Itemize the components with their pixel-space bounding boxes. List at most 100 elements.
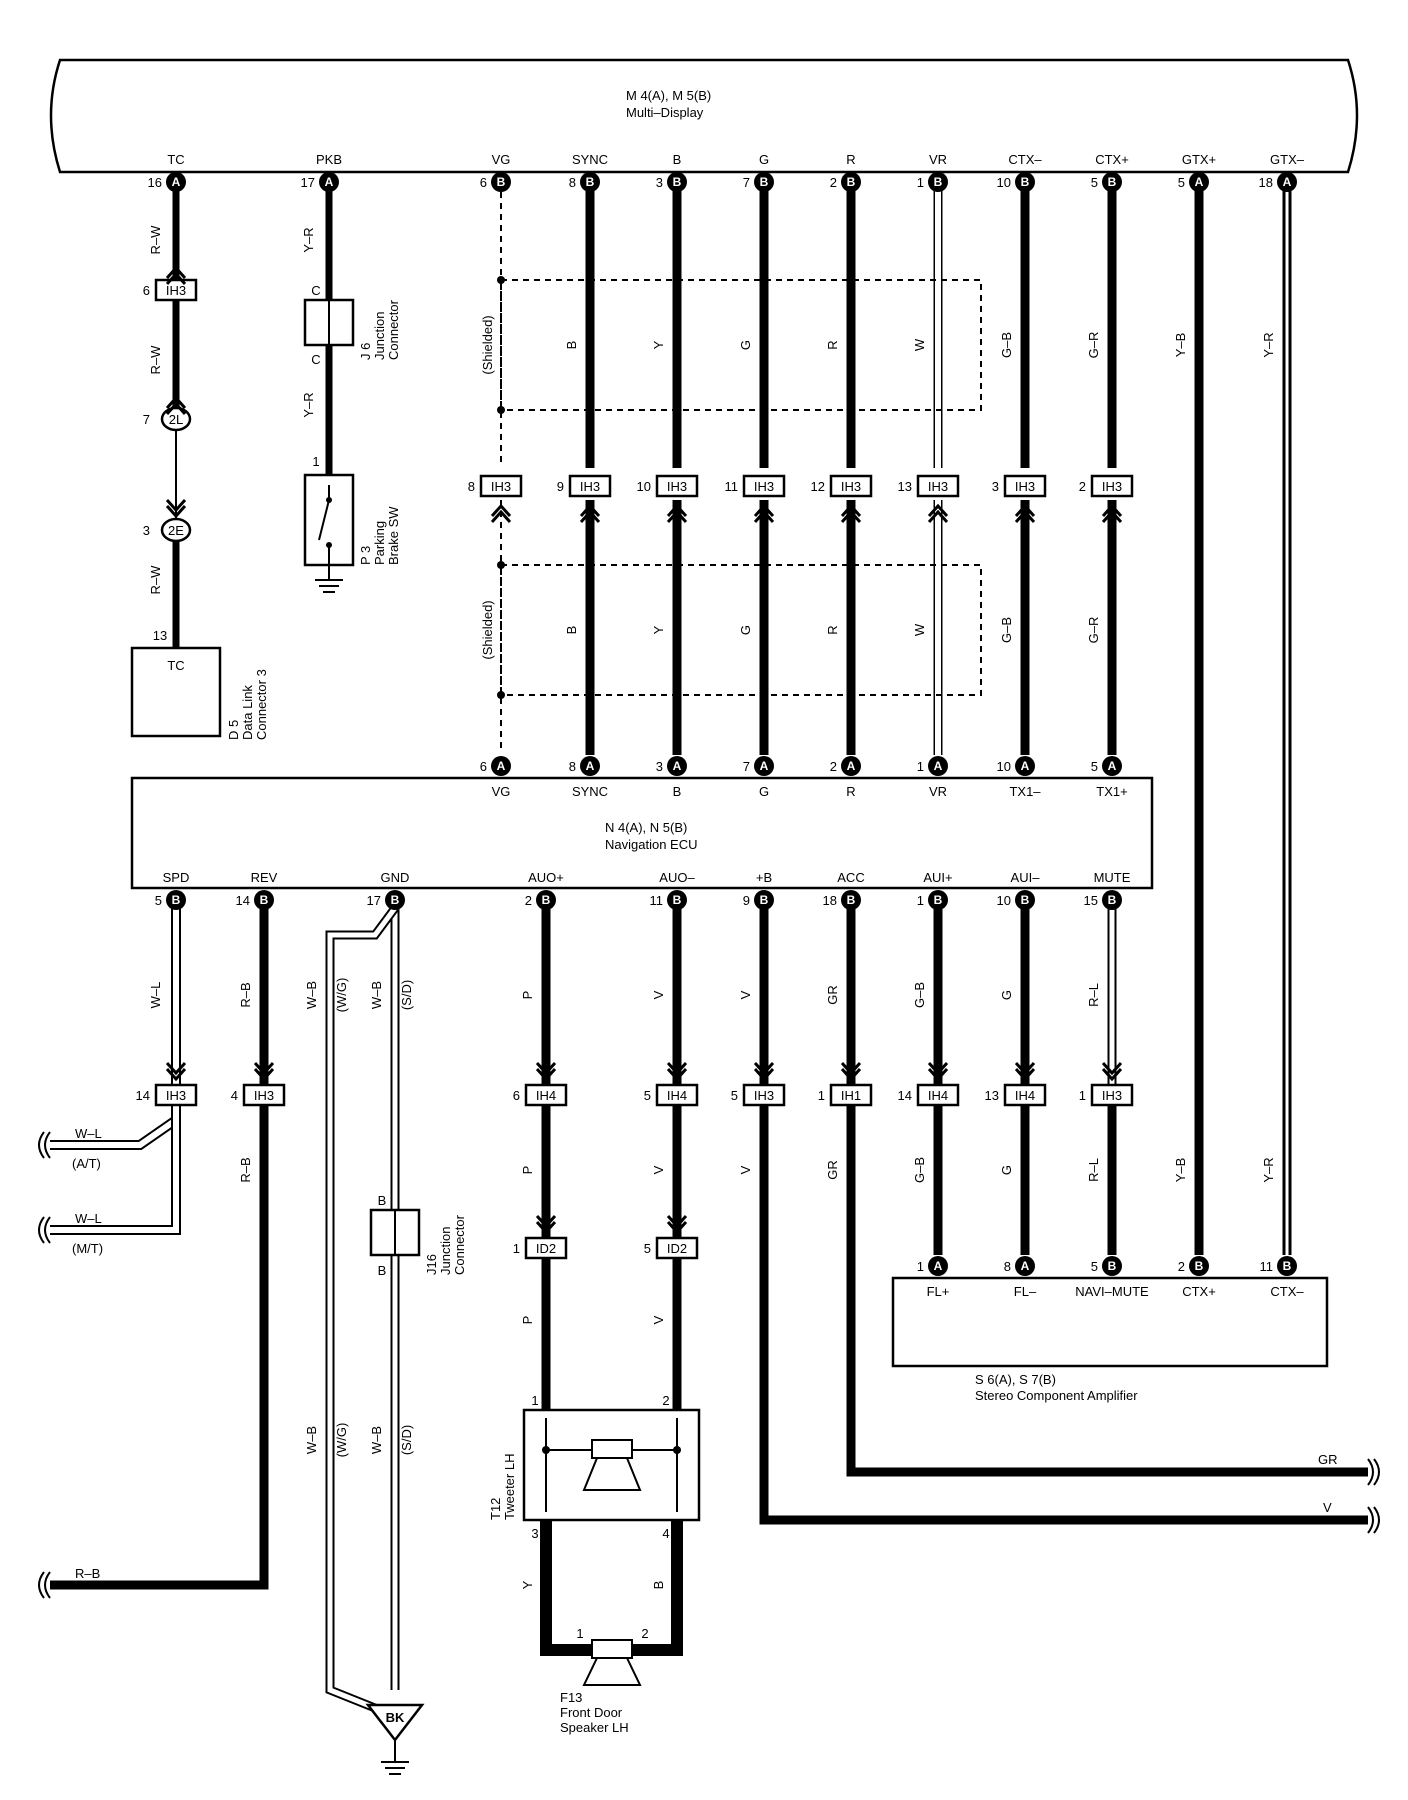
mid-conn-4-num: 12 bbox=[811, 479, 825, 494]
j6-name1: Junction bbox=[372, 312, 387, 360]
md-pin-0-num: 16 bbox=[148, 175, 162, 190]
wire-label-0: R–W bbox=[148, 225, 163, 255]
left-output-1-wire: W–L bbox=[75, 1211, 102, 1226]
md-pin-0-label: TC bbox=[167, 152, 184, 167]
md-pin-1-num: 17 bbox=[301, 175, 315, 190]
wire-label-12: Y–B bbox=[1173, 333, 1188, 358]
junction-connector-j6: C C J 6 Junction Connector bbox=[303, 283, 401, 367]
wire-label-43: G–B bbox=[912, 1157, 927, 1183]
f13-id: F13 bbox=[560, 1690, 582, 1705]
wire-label-44: G bbox=[999, 990, 1014, 1000]
wire-label-5: B bbox=[564, 341, 579, 350]
ecu-top-pin-2: A3B bbox=[656, 756, 687, 799]
low-conn-5-num: 1 bbox=[818, 1088, 825, 1103]
id2-chevron-1 bbox=[666, 1214, 688, 1235]
ecu-top-pin-4-num: 2 bbox=[830, 759, 837, 774]
low-conn-6-name: IH4 bbox=[928, 1088, 948, 1103]
j6-name2: Connector bbox=[386, 299, 401, 360]
nav-ecu-bottom-pins: B5SPDB14REVB17GNDB2AUO+B11AUO–B9+BB18ACC… bbox=[155, 870, 1131, 910]
md-pin-4: B3B bbox=[656, 152, 687, 192]
t12-id: T12 bbox=[488, 1498, 503, 1520]
wire-label-9: W bbox=[912, 338, 927, 351]
md-pin-8-num: 10 bbox=[997, 175, 1011, 190]
md-pin-9-label: CTX+ bbox=[1095, 152, 1129, 167]
ecu-top-pin-3: A7G bbox=[743, 756, 774, 799]
id2-chevron-0 bbox=[535, 1214, 557, 1235]
mid-conn-2-name: IH3 bbox=[667, 479, 687, 494]
wire-label-21: W–L bbox=[148, 982, 163, 1009]
id2-conn-1-name: ID2 bbox=[667, 1241, 687, 1256]
ecu-top-pin-1-letter: A bbox=[586, 759, 595, 773]
wire-label-3: Y–R bbox=[301, 227, 316, 252]
md-pin-7-letter: B bbox=[934, 175, 943, 189]
amp-pin-2-letter: B bbox=[1108, 1259, 1117, 1273]
md-pin-8-letter: B bbox=[1021, 175, 1030, 189]
id2-conn-1-num: 5 bbox=[644, 1241, 651, 1256]
ground-bk-label: BK bbox=[386, 1710, 405, 1725]
wire-label-10: G–B bbox=[999, 332, 1014, 358]
low-chevron-1 bbox=[253, 1061, 275, 1082]
left-output-1-note: (M/T) bbox=[72, 1241, 103, 1256]
md-pin-6-label: R bbox=[846, 152, 855, 167]
tc-conn-2e-num: 3 bbox=[143, 523, 150, 538]
amp-pin-1-letter: A bbox=[1021, 1259, 1030, 1273]
wire-label-37: V bbox=[651, 1315, 666, 1324]
ecu-bottom-pin-1-label: REV bbox=[251, 870, 278, 885]
front-door-speaker-lh: 1 2 F13 Front Door Speaker LH bbox=[560, 1626, 649, 1735]
md-pin-8: B 10 CTX– bbox=[997, 152, 1042, 192]
right-output-1-wire: V bbox=[1323, 1500, 1332, 1515]
ecu-bottom-pin-9-label: MUTE bbox=[1094, 870, 1131, 885]
wire-label-35: V bbox=[651, 990, 666, 999]
md-pin-1-letter: A bbox=[325, 175, 334, 189]
tc-chevron-2 bbox=[165, 395, 187, 416]
navigation-ecu-box: N 4(A), N 5(B) Navigation ECU bbox=[130, 776, 1154, 890]
p3-pin: 1 bbox=[312, 454, 319, 469]
md-pin-7-num: 1 bbox=[917, 175, 924, 190]
dlc-id: D 5 bbox=[226, 720, 241, 740]
ecu-bottom-pin-2-letter: B bbox=[391, 893, 400, 907]
shield-boxes: (Shielded) (Shielded) bbox=[480, 276, 982, 699]
wire-label-11: G–R bbox=[1086, 332, 1101, 359]
p3-id: P 3 bbox=[358, 546, 373, 565]
wire-label-1: R–W bbox=[148, 345, 163, 375]
mid-conn-7-num: 2 bbox=[1079, 479, 1086, 494]
mid-chevron-3 bbox=[753, 503, 775, 524]
low-conn-8-num: 1 bbox=[1079, 1088, 1086, 1103]
low-conn-1-num: 4 bbox=[231, 1088, 238, 1103]
multi-display-box: M 4(A), M 5(B) Multi–Display bbox=[49, 58, 1359, 174]
md-pin-10-letter: A bbox=[1195, 175, 1204, 189]
j16-pin-bottom: B bbox=[378, 1263, 387, 1278]
mid-chevron-7 bbox=[1101, 503, 1123, 524]
mid-conn-6-num: 3 bbox=[992, 479, 999, 494]
wire-label-20: G–R bbox=[1086, 617, 1101, 644]
ecu-bottom-pin-5-label: +B bbox=[756, 870, 772, 885]
amp-pin-3-label: CTX+ bbox=[1182, 1284, 1216, 1299]
ecu-top-pin-3-letter: A bbox=[760, 759, 769, 773]
dlc-name1: Data Link bbox=[240, 685, 255, 740]
low-conn-8-name: IH3 bbox=[1102, 1088, 1122, 1103]
mid-chevron-1 bbox=[579, 503, 601, 524]
md-pin-8-label: CTX– bbox=[1008, 152, 1042, 167]
wire-label-42: G–B bbox=[912, 982, 927, 1008]
low-chevron-6 bbox=[927, 1061, 949, 1082]
wire-label-28: W–B bbox=[304, 1426, 319, 1454]
ecu-top-pin-7-letter: A bbox=[1108, 759, 1117, 773]
left-output-0-wire: W–L bbox=[75, 1126, 102, 1141]
ecu-bottom-pin-3-label: AUO+ bbox=[528, 870, 564, 885]
mid-conn-0-num: 8 bbox=[468, 479, 475, 494]
